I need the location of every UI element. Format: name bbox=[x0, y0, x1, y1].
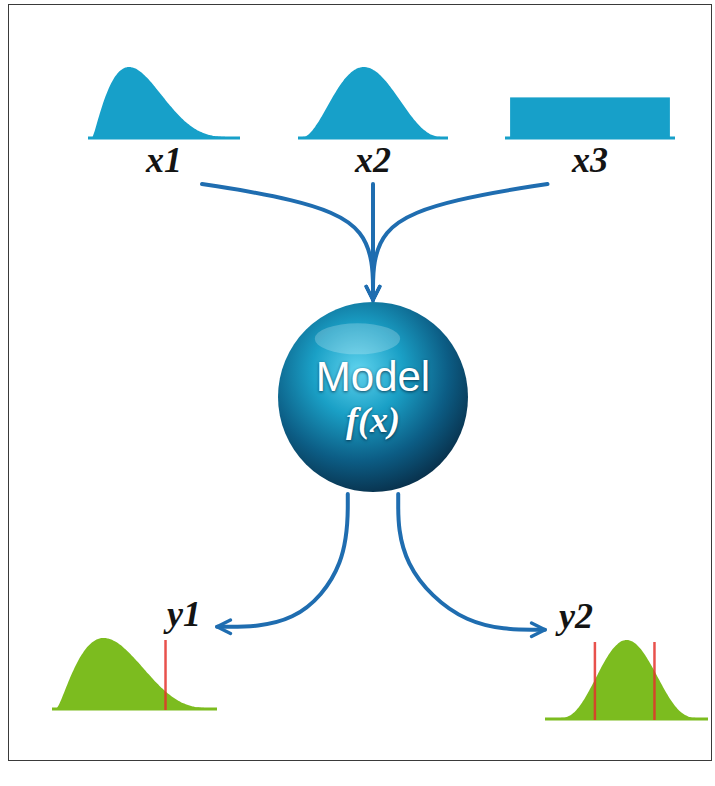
threshold-line bbox=[164, 640, 167, 710]
baseline bbox=[52, 708, 217, 711]
baseline bbox=[505, 137, 675, 140]
flow-arrow bbox=[398, 494, 545, 630]
baseline bbox=[545, 718, 708, 721]
flow-arrow bbox=[217, 494, 348, 627]
threshold-line bbox=[594, 642, 597, 720]
variable-label: y2 bbox=[559, 598, 593, 634]
baseline bbox=[298, 137, 448, 140]
uniform-distribution bbox=[510, 97, 670, 137]
distribution-node: y2 bbox=[545, 598, 708, 720]
variable-label: y1 bbox=[167, 596, 201, 632]
distribution-curve bbox=[558, 640, 700, 718]
variable-label: x3 bbox=[572, 142, 608, 178]
distribution-node: x1 bbox=[88, 60, 240, 184]
distribution-plot bbox=[52, 636, 217, 712]
distribution-curve bbox=[57, 638, 212, 708]
frame-border bbox=[9, 5, 712, 761]
variable-label: x1 bbox=[146, 142, 182, 178]
model-sphere: Model f(x) bbox=[276, 300, 470, 494]
baseline bbox=[88, 137, 240, 140]
sphere-highlight bbox=[315, 323, 400, 354]
threshold-line bbox=[653, 642, 656, 720]
distribution-curve bbox=[93, 67, 236, 137]
sphere-text-holder: Model f(x) bbox=[276, 300, 470, 494]
distribution-node: x3 bbox=[505, 60, 675, 184]
distribution-plot bbox=[545, 638, 708, 722]
distribution-node: y1 bbox=[52, 596, 217, 710]
model-label: Model bbox=[316, 356, 430, 398]
sphere bbox=[278, 302, 468, 492]
flow-arrow bbox=[202, 184, 373, 300]
distribution-curve bbox=[303, 67, 444, 137]
function-label: f(x) bbox=[346, 402, 400, 438]
distribution-plot bbox=[505, 65, 675, 141]
distribution-node: x2 bbox=[298, 60, 448, 184]
flow-arrow bbox=[373, 184, 548, 300]
distribution-plot bbox=[298, 65, 448, 141]
variable-label: x2 bbox=[355, 142, 391, 178]
distribution-plot bbox=[88, 65, 240, 141]
